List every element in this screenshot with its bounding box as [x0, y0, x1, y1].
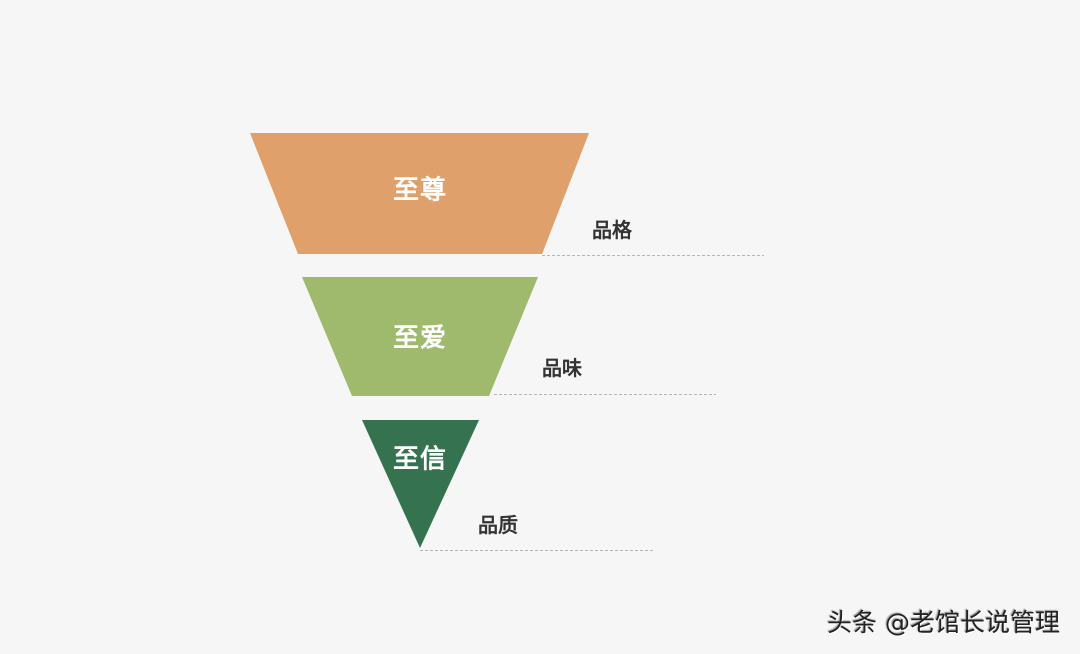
funnel-tier-3-shape — [362, 420, 479, 548]
watermark: 头条 @老馆长说管理 — [827, 608, 1060, 637]
side-label-3: 品质 — [478, 513, 518, 537]
side-label-2: 品味 — [542, 356, 582, 380]
tier-3-label: 至信 — [392, 444, 448, 475]
funnel-tier-1-shape — [250, 133, 589, 254]
tier-2-label: 至爱 — [392, 323, 448, 354]
side-label-1: 品格 — [592, 218, 632, 242]
funnel-tier-2-shape — [302, 277, 538, 396]
tier-1-label: 至尊 — [392, 175, 448, 206]
